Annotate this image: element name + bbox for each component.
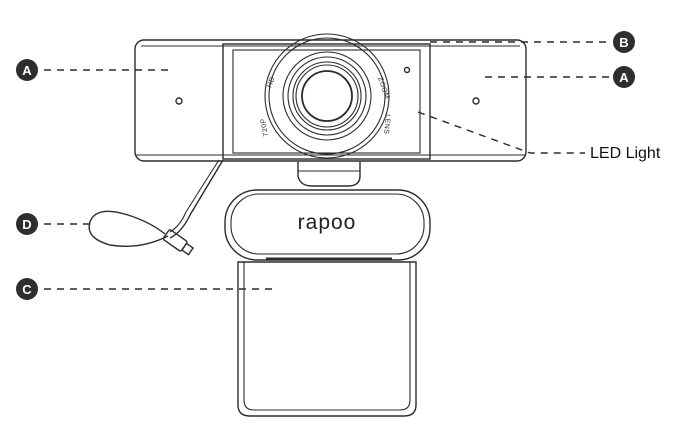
- led-light-indicator: [403, 66, 411, 74]
- lens-glass: [301, 70, 353, 122]
- badge-d: D: [16, 213, 38, 235]
- brand-block: rapoo: [224, 189, 431, 261]
- hinge: [297, 162, 361, 187]
- brand-logo: rapoo: [298, 211, 357, 234]
- usb-plug: [162, 229, 195, 256]
- lens-label-lens: LENS: [382, 114, 391, 135]
- left-panel-dot: [175, 97, 183, 105]
- badge-d-letter: D: [22, 217, 31, 232]
- usb-cable: [88, 159, 224, 256]
- callout-line-led: [417, 111, 585, 154]
- badge-a-left-letter: A: [22, 63, 32, 78]
- camera-head: [134, 39, 527, 162]
- badge-a-right-letter: A: [619, 70, 629, 85]
- lens-label-720p: 720P: [260, 118, 270, 137]
- base-clip: [237, 257, 417, 417]
- badge-a-right: A: [613, 66, 635, 88]
- right-panel-dot: [472, 97, 480, 105]
- led-light-label: LED Light: [590, 145, 661, 162]
- badge-a-left: A: [16, 59, 38, 81]
- badge-c-letter: C: [22, 282, 32, 297]
- lens-label-hd: HD: [266, 76, 276, 89]
- badge-b-letter: B: [619, 35, 628, 50]
- badge-c: C: [16, 278, 38, 300]
- lens-assembly: HD 720P ZOOM LENS: [260, 33, 391, 159]
- badge-b: B: [613, 31, 635, 53]
